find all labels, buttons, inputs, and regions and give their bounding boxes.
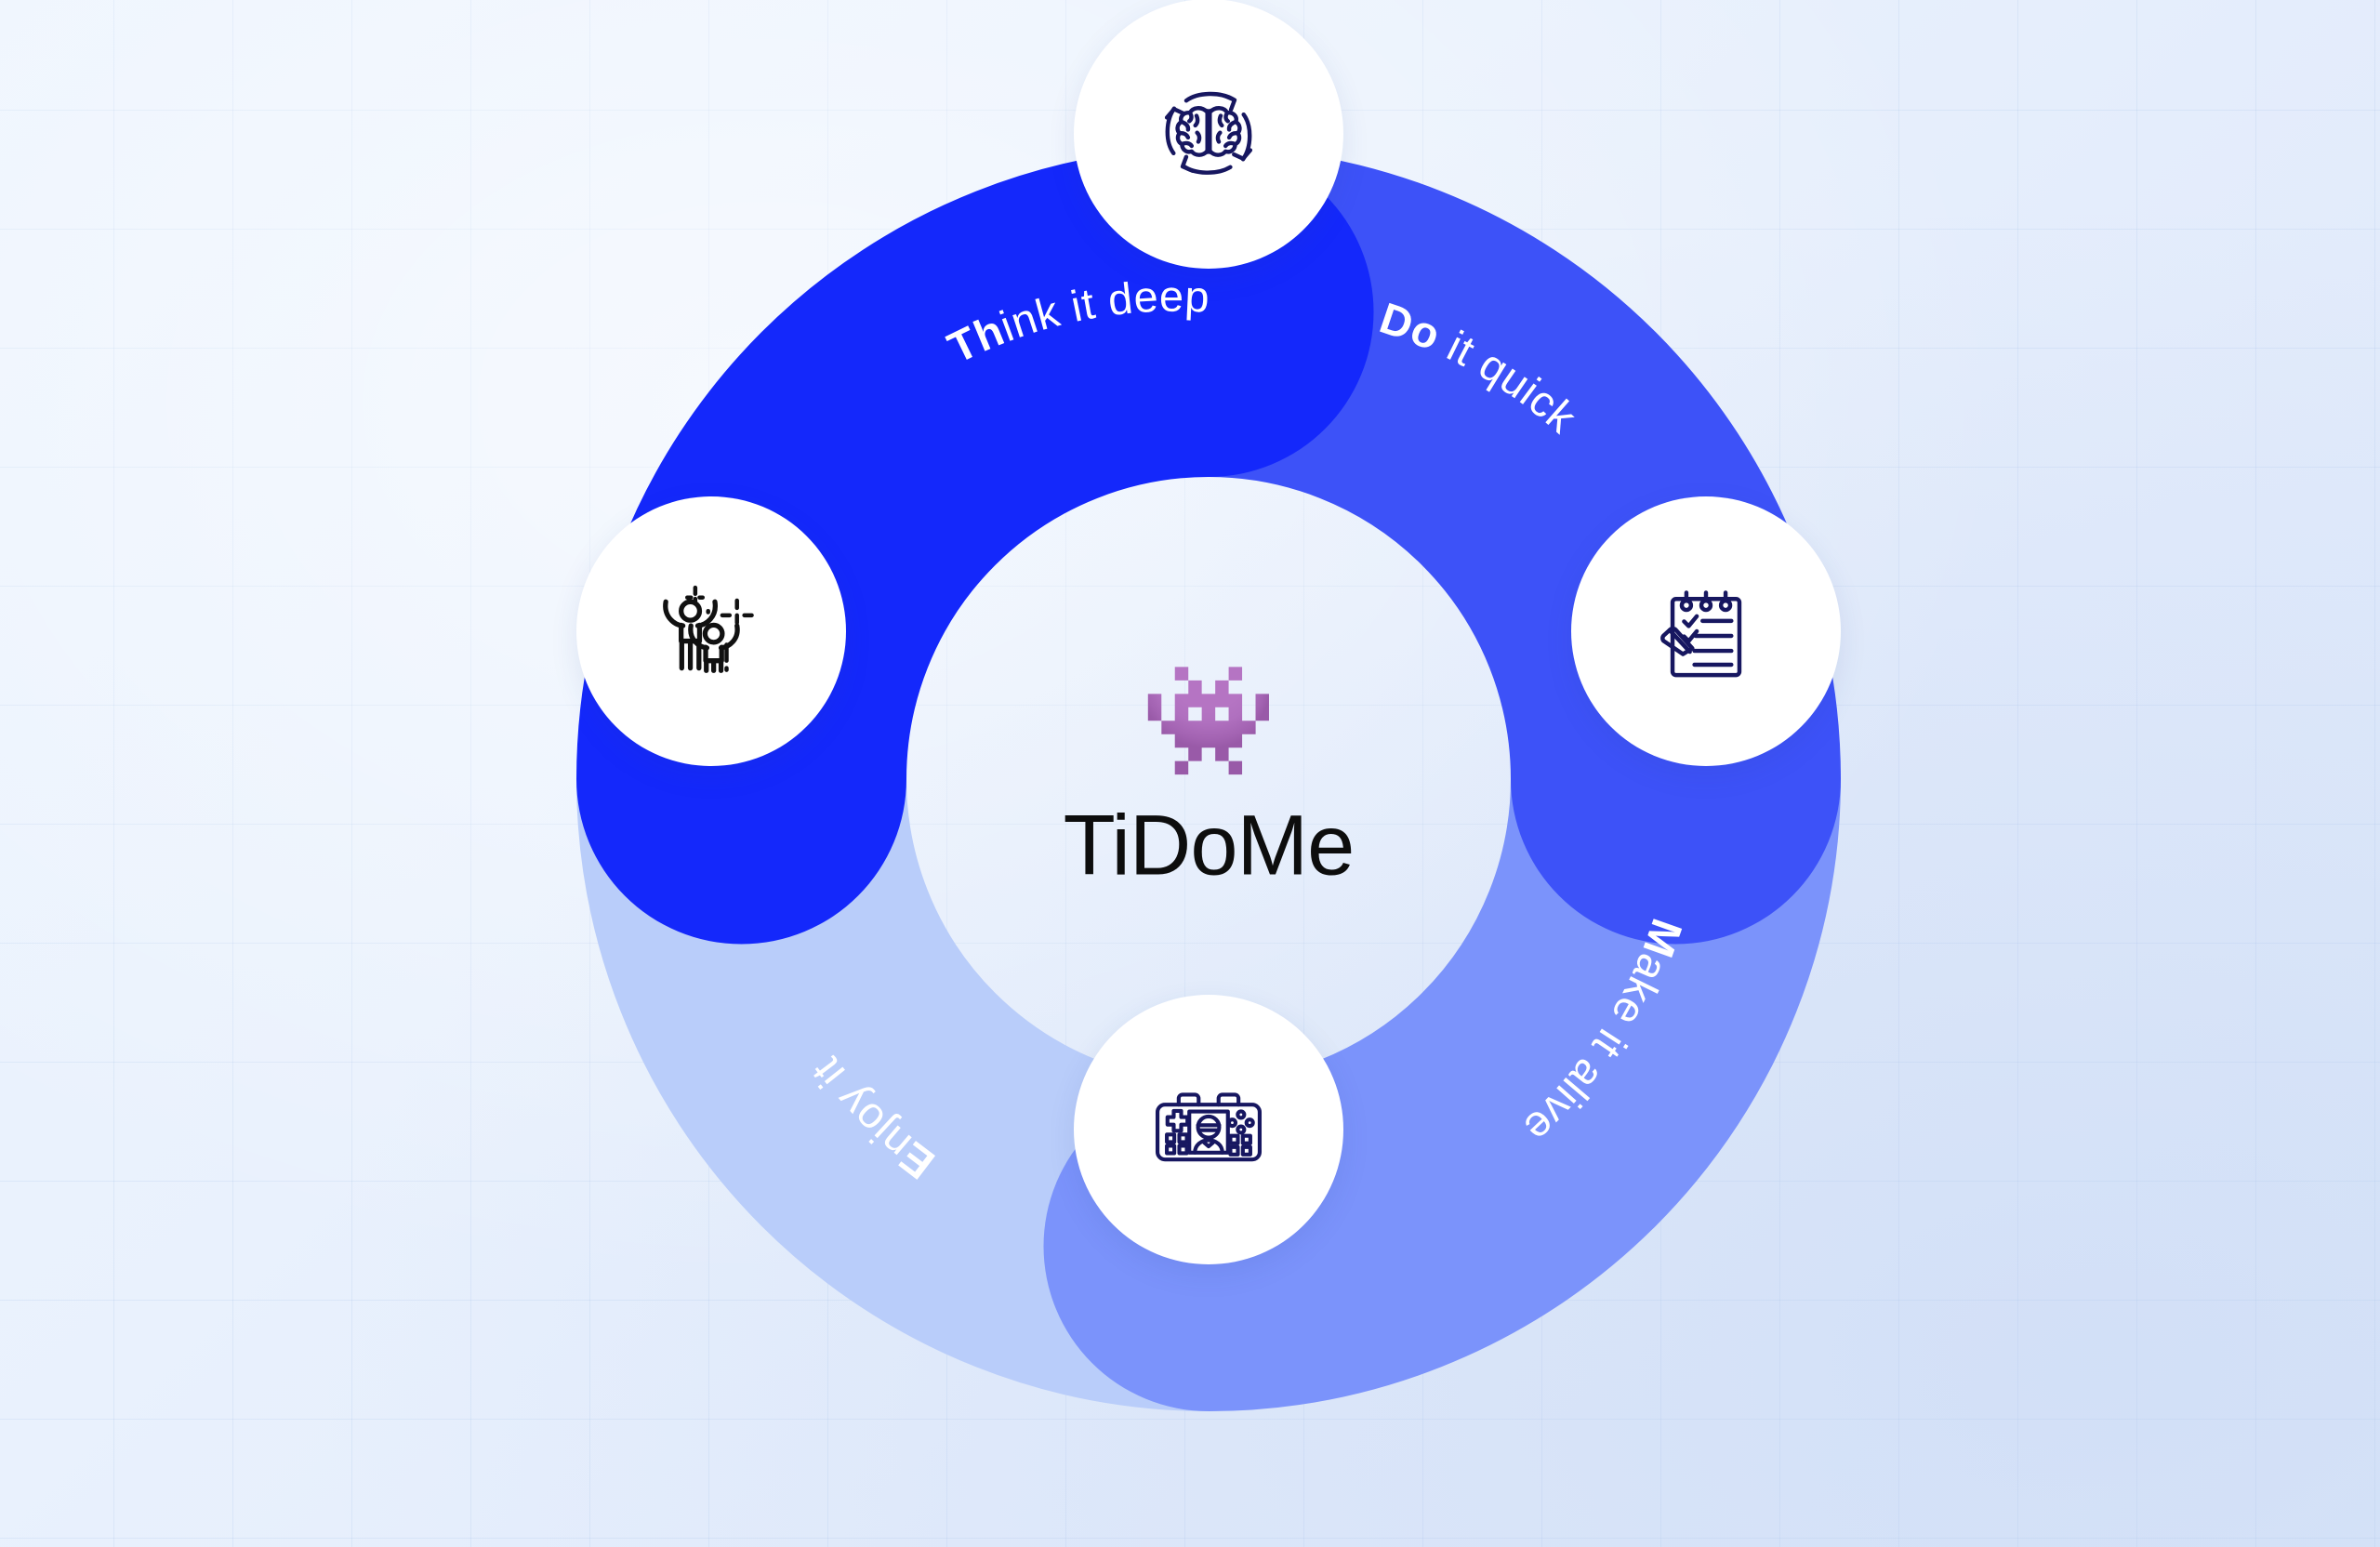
badge-do-it-quick[interactable] [1571, 496, 1841, 766]
badge-enjoy-it[interactable] [576, 496, 846, 766]
brain-cycle-icon [1148, 73, 1269, 194]
badge-make-it-alive[interactable] [1074, 995, 1343, 1264]
handheld-game-console-icon [1146, 1067, 1271, 1192]
brand-center: 👾 TiDoMe [920, 665, 1497, 892]
badge-think-it-deep[interactable] [1074, 0, 1343, 269]
alien-monster-emoji: 👾 [1140, 655, 1277, 785]
celebrating-people-icon [650, 570, 773, 693]
brand-name: TiDoMe [1063, 798, 1355, 893]
checklist-notepad-pen-icon [1648, 574, 1764, 689]
